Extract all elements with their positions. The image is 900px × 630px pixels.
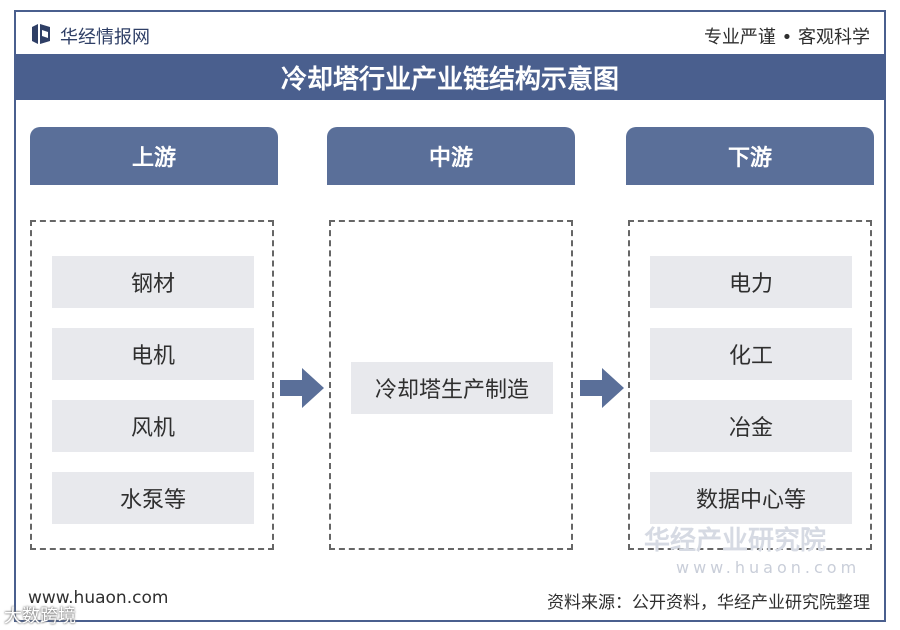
huajing-logo-icon (32, 24, 50, 44)
footer-source: 资料来源：公开资料，华经产业研究院整理 (547, 593, 870, 613)
slogan: 专业严谨 • 客观科学 (703, 27, 870, 48)
downstream-item: 电力 (650, 256, 852, 308)
right-arrow-icon (280, 368, 324, 408)
upstream-item: 风机 (52, 400, 254, 452)
column-box-midstream: 冷却塔生产制造 (329, 220, 573, 550)
diagram-title: 冷却塔行业产业链结构示意图 (14, 54, 886, 100)
brand-name: 华经情报网 (60, 27, 150, 48)
column-box-downstream: 电力 化工 冶金 数据中心等 (628, 220, 872, 550)
column-header-downstream: 下游 (626, 127, 874, 185)
corner-watermark: 大数跨境 (4, 606, 76, 627)
upstream-item: 钢材 (52, 256, 254, 308)
upstream-item: 电机 (52, 328, 254, 380)
footer-url: www.huaon.com (28, 588, 169, 608)
downstream-item: 化工 (650, 328, 852, 380)
upstream-item: 水泵等 (52, 472, 254, 524)
header: 华经情报网 专业严谨 • 客观科学 (14, 14, 886, 54)
column-box-upstream: 钢材 电机 风机 水泵等 (30, 220, 274, 550)
downstream-item: 冶金 (650, 400, 852, 452)
watermark-url: www.huaon.com (676, 558, 861, 577)
right-arrow-icon (580, 368, 624, 408)
column-header-midstream: 中游 (327, 127, 575, 185)
column-header-upstream: 上游 (30, 127, 278, 185)
watermark-name: 华经产业研究院 (644, 526, 827, 556)
midstream-item: 冷却塔生产制造 (351, 362, 553, 414)
downstream-item: 数据中心等 (650, 472, 852, 524)
